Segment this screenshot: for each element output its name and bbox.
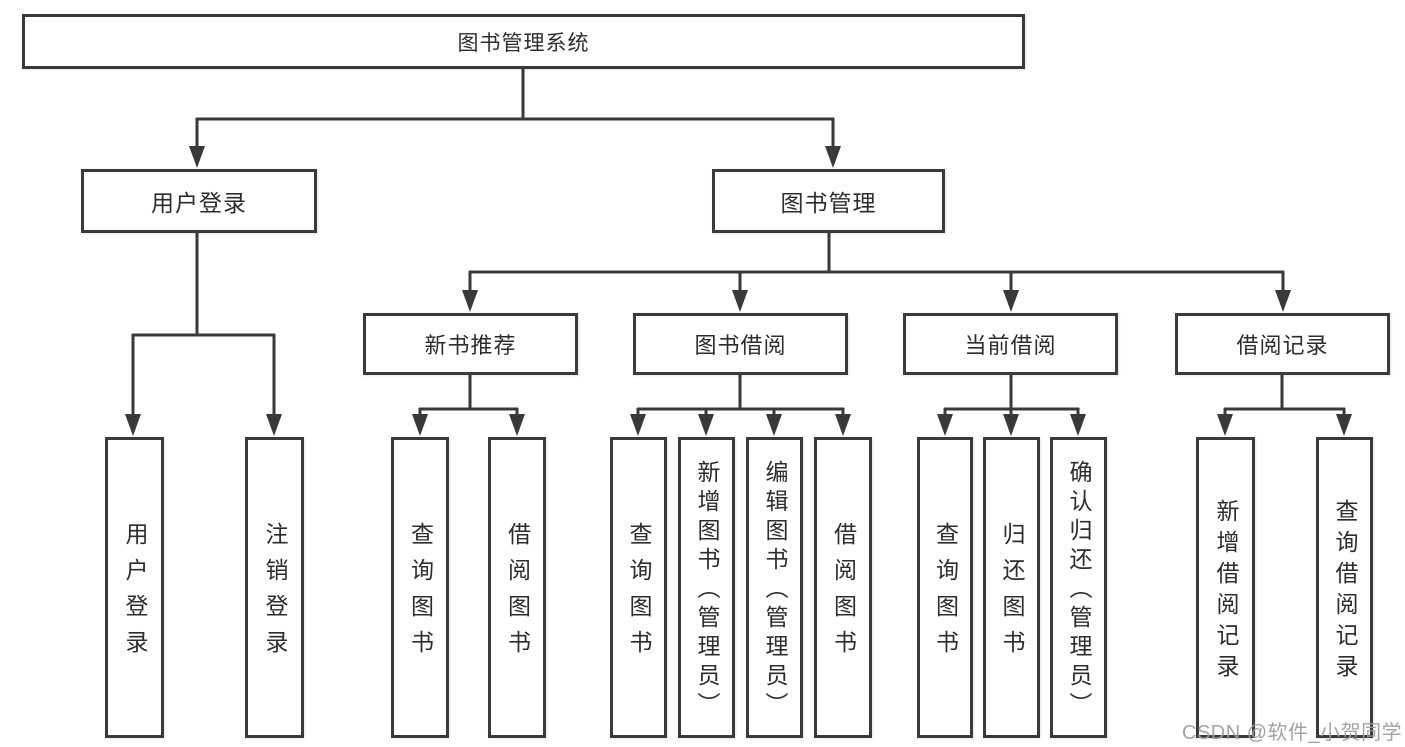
leaf-query-books-borrow-label: 查询图书 xyxy=(626,522,652,666)
leaf-query-books-recommend: 查询图书 xyxy=(391,437,449,738)
leaf-user-login-label: 用户登录 xyxy=(122,522,148,666)
node-book-borrow-label: 图书借阅 xyxy=(694,333,787,358)
leaf-query-books-current: 查询图书 xyxy=(917,437,973,738)
leaf-add-borrow-record: 新增借阅记录 xyxy=(1196,437,1255,738)
node-user-login: 用户登录 xyxy=(81,169,317,233)
node-book-borrow: 图书借阅 xyxy=(633,313,848,375)
node-root-system: 图书管理系统 xyxy=(22,14,1025,69)
leaf-add-books-admin-label: 新增图书（管理员） xyxy=(694,460,720,721)
leaf-borrow-books-recommend: 借阅图书 xyxy=(488,437,546,738)
leaf-edit-books-admin-label: 编辑图书（管理员） xyxy=(762,460,788,721)
node-new-book-recommend: 新书推荐 xyxy=(363,313,578,375)
node-book-management: 图书管理 xyxy=(712,169,945,233)
node-borrow-records-label: 借阅记录 xyxy=(1236,333,1329,358)
leaf-query-books-recommend-label: 查询图书 xyxy=(407,522,434,666)
leaf-query-borrow-record-label: 查询借阅记录 xyxy=(1332,498,1358,685)
arrowheads xyxy=(125,146,1352,436)
node-book-management-label: 图书管理 xyxy=(780,190,877,216)
leaf-query-books-current-label: 查询图书 xyxy=(932,522,959,666)
node-current-borrow: 当前借阅 xyxy=(903,313,1118,375)
leaf-query-books-borrow: 查询图书 xyxy=(610,437,667,738)
node-new-book-recommend-label: 新书推荐 xyxy=(424,333,517,358)
leaf-confirm-return-admin: 确认归还（管理员） xyxy=(1050,437,1107,738)
leaf-edit-books-admin: 编辑图书（管理员） xyxy=(746,437,803,738)
csdn-watermark: CSDN @软件_小贺同学 xyxy=(1182,722,1403,744)
leaf-confirm-return-admin-label: 确认归还（管理员） xyxy=(1066,460,1092,721)
leaf-query-borrow-record: 查询借阅记录 xyxy=(1316,437,1373,738)
leaf-user-login: 用户登录 xyxy=(105,437,164,738)
node-user-login-label: 用户登录 xyxy=(151,190,247,216)
node-current-borrow-label: 当前借阅 xyxy=(964,333,1057,358)
node-borrow-records: 借阅记录 xyxy=(1175,313,1390,375)
connector-paths xyxy=(131,68,1346,416)
leaf-logout-label: 注销登录 xyxy=(262,522,288,666)
leaf-borrow-books: 借阅图书 xyxy=(814,437,872,738)
leaf-add-borrow-record-label: 新增借阅记录 xyxy=(1213,498,1239,685)
node-root-label: 图书管理系统 xyxy=(457,31,590,55)
leaf-logout: 注销登录 xyxy=(245,437,304,738)
leaf-borrow-books-label: 借阅图书 xyxy=(830,522,857,666)
leaf-add-books-admin: 新增图书（管理员） xyxy=(678,437,735,738)
leaf-return-books: 归还图书 xyxy=(983,437,1040,738)
leaf-borrow-books-recommend-label: 借阅图书 xyxy=(504,522,531,666)
leaf-return-books-label: 归还图书 xyxy=(999,522,1025,666)
